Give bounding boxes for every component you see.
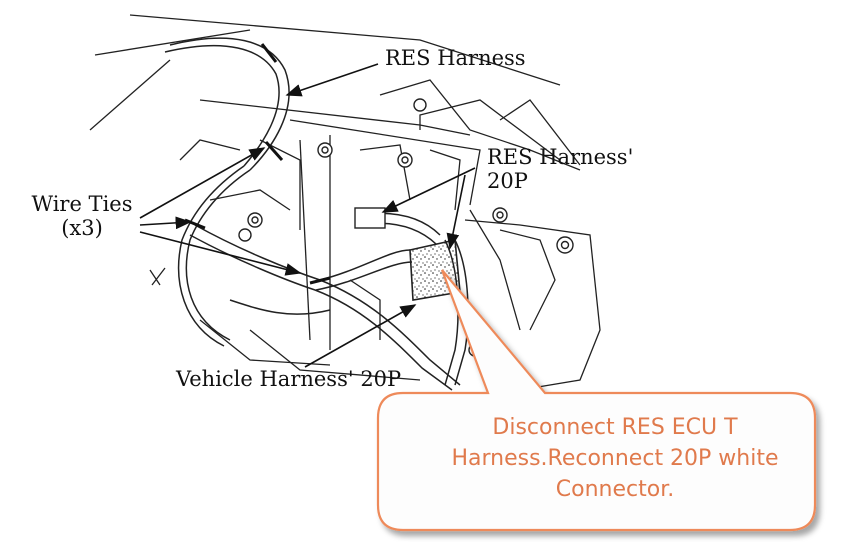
label-res-harness-20p: RES Harness' 20P xyxy=(487,145,633,193)
res-harness-20p-connector xyxy=(354,207,386,229)
callout-line-1: Disconnect RES ECU T xyxy=(492,415,738,440)
res-harness-bundle xyxy=(164,37,469,391)
label-vehicle-harness-20p: Vehicle Harness' 20P xyxy=(176,367,402,391)
callout-line-2: Harness.Reconnect 20P white xyxy=(451,446,779,471)
label-wire-ties-line2: (x3) xyxy=(61,216,103,241)
label-wire-ties-line1: Wire Ties xyxy=(31,192,133,216)
callout-line-3: Connector. xyxy=(555,477,675,502)
wire-tie-bands xyxy=(184,43,331,285)
vehicle-body-outline xyxy=(89,14,601,391)
label-wire-ties: Wire Ties (x3) xyxy=(22,192,142,240)
label-res-harness: RES Harness xyxy=(385,46,526,70)
callout-balloon xyxy=(376,269,817,532)
label-res-harness-20p-line1: RES Harness' xyxy=(487,145,634,169)
label-res-harness-20p-line2: 20P xyxy=(487,169,528,194)
leader-arrows xyxy=(139,63,476,368)
callout-text: Disconnect RES ECU T Harness.Reconnect 2… xyxy=(395,412,835,505)
